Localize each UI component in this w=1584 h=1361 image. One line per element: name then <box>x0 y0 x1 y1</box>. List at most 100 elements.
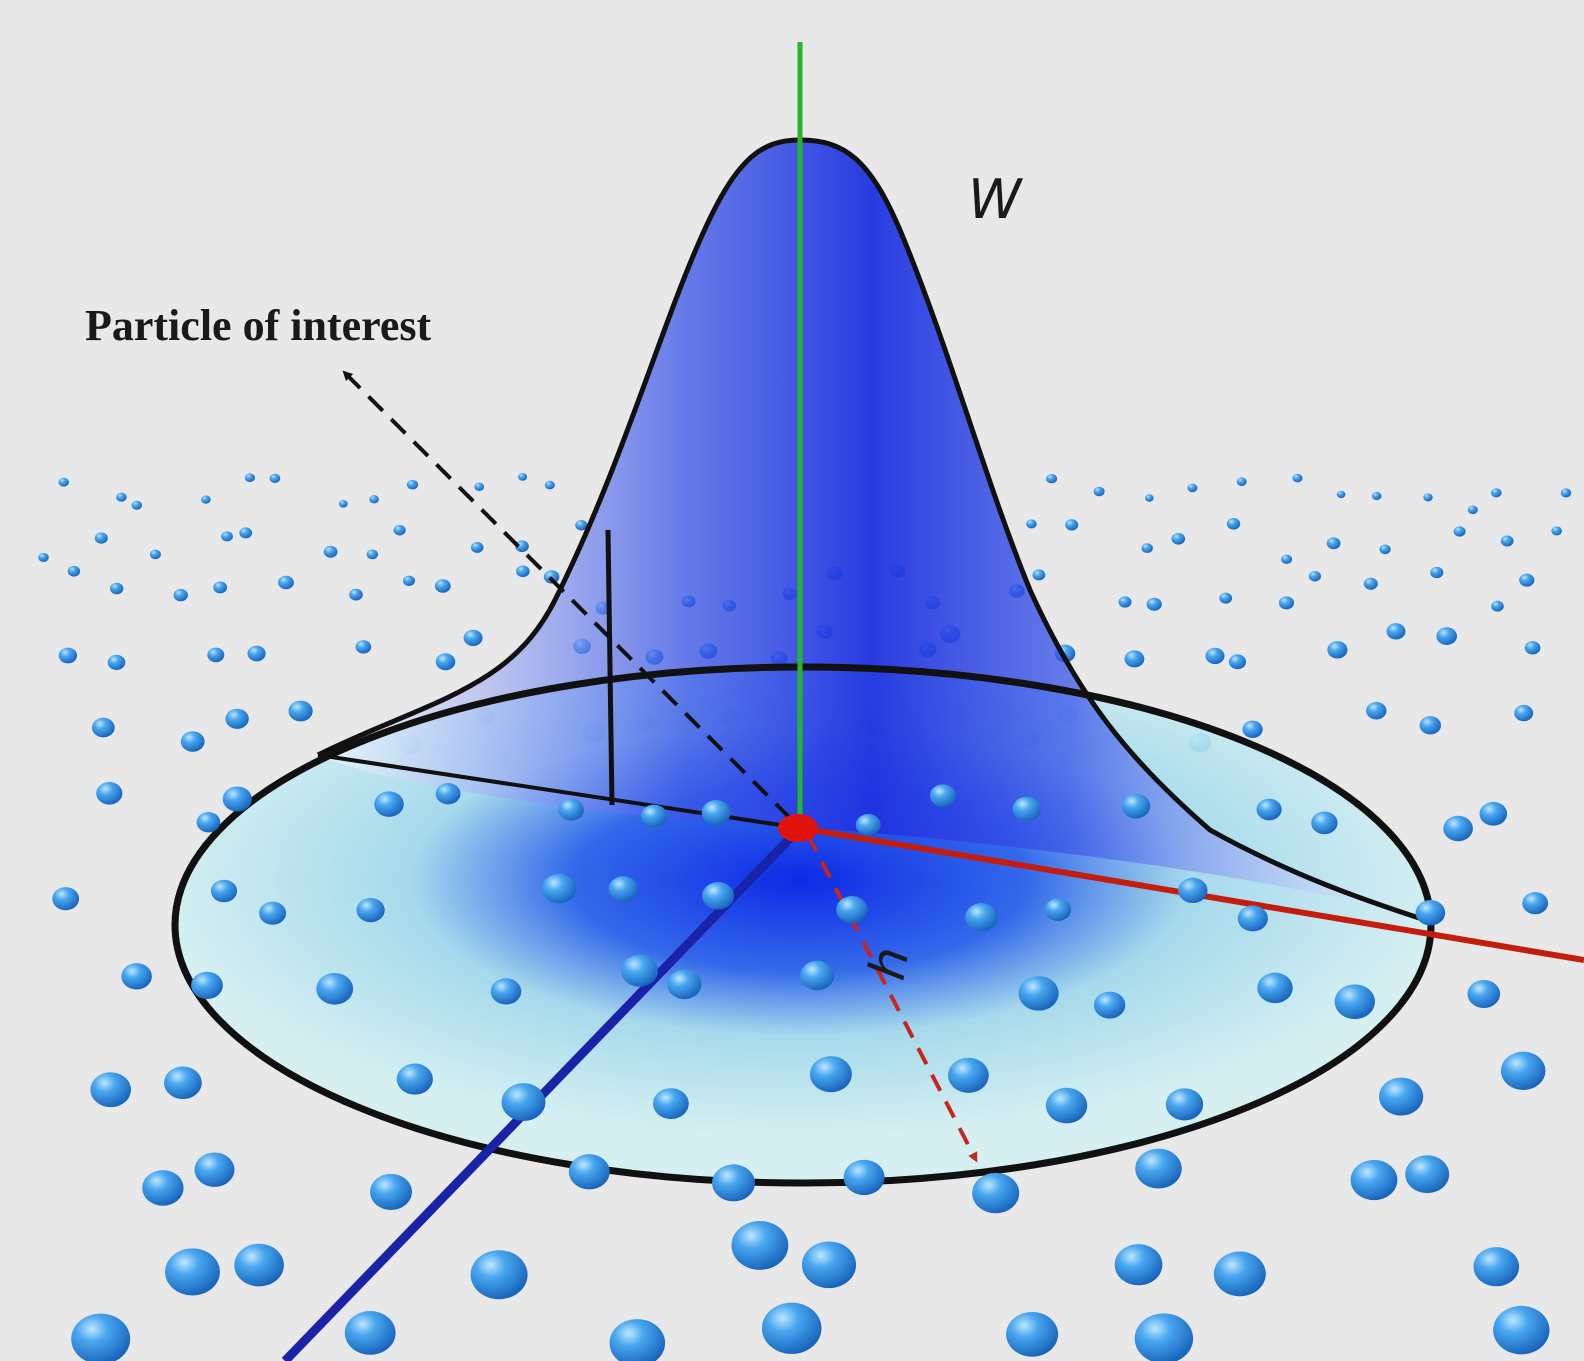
particle <box>349 588 363 601</box>
particle <box>355 640 372 654</box>
particle <box>836 896 868 924</box>
particle <box>1379 1077 1424 1116</box>
particle <box>1493 1305 1550 1355</box>
particle <box>210 879 238 903</box>
particle <box>1524 641 1541 655</box>
particle <box>1308 570 1321 582</box>
particle <box>1226 518 1241 530</box>
particle <box>1350 1159 1398 1201</box>
particle <box>470 541 484 553</box>
particle <box>474 482 485 492</box>
particle <box>1423 493 1433 502</box>
kernel-bell-outline <box>316 137 1426 923</box>
particle <box>221 531 233 542</box>
particle <box>142 1170 184 1206</box>
particle <box>201 495 211 504</box>
particle <box>515 540 529 553</box>
particle <box>1522 892 1549 915</box>
particle <box>1278 596 1295 610</box>
particle-of-interest-arrow <box>342 370 792 820</box>
particle <box>1436 627 1457 645</box>
particle <box>1467 979 1501 1009</box>
particle <box>1044 898 1072 921</box>
particle <box>1045 1087 1088 1124</box>
particle <box>1500 1051 1546 1090</box>
particle <box>196 812 221 833</box>
particle <box>809 1056 852 1093</box>
particle <box>67 565 81 577</box>
particle <box>269 473 281 484</box>
particle <box>1012 796 1041 822</box>
particle <box>1326 537 1341 550</box>
particle <box>1219 592 1233 604</box>
particle <box>1379 544 1391 555</box>
particle <box>1281 554 1293 565</box>
particle <box>541 873 577 904</box>
particle <box>667 969 702 1000</box>
particle <box>247 645 266 662</box>
particle <box>800 960 835 991</box>
particle <box>1242 720 1263 738</box>
particle <box>435 653 456 671</box>
particle <box>38 552 49 562</box>
particle <box>370 1173 412 1210</box>
particle <box>731 1220 789 1270</box>
particle <box>929 784 957 808</box>
particle <box>516 565 530 578</box>
particle <box>194 1152 235 1187</box>
particle <box>1334 984 1376 1020</box>
particle <box>116 492 127 502</box>
particle <box>435 783 461 805</box>
kernel-label: W <box>968 168 1024 231</box>
particle <box>164 1066 202 1100</box>
particle <box>1187 483 1198 493</box>
particle <box>1479 801 1508 826</box>
particle <box>356 897 385 923</box>
particle <box>544 480 555 490</box>
particle <box>1006 1311 1059 1357</box>
particle <box>1514 704 1534 722</box>
particle <box>1236 477 1247 487</box>
particle <box>640 804 668 828</box>
particle-of-interest-label: Particle of interest <box>85 301 431 350</box>
particle <box>403 575 415 586</box>
particle <box>801 1241 857 1289</box>
particle <box>1213 1251 1266 1297</box>
particle <box>1551 526 1562 536</box>
particle <box>244 473 255 483</box>
particle <box>234 1243 284 1287</box>
foreground-particles <box>52 782 1550 1361</box>
particle <box>344 1311 396 1355</box>
particle <box>96 782 123 805</box>
particle <box>1046 473 1058 484</box>
center-particle <box>778 814 818 842</box>
particle <box>1415 899 1446 926</box>
particle <box>575 519 588 531</box>
particle <box>1491 600 1504 612</box>
particle <box>52 887 80 911</box>
particle <box>369 495 379 504</box>
particle <box>222 786 252 812</box>
particle <box>1065 519 1079 531</box>
particle <box>653 1088 689 1119</box>
particle <box>1419 716 1442 735</box>
particle <box>1165 1088 1204 1121</box>
kernel-cross-section-line <box>605 529 615 806</box>
particle <box>609 1319 666 1361</box>
particle <box>855 814 881 836</box>
particle <box>323 545 338 558</box>
particle <box>1141 543 1153 554</box>
particle <box>1327 641 1348 659</box>
particle <box>1491 488 1502 498</box>
particle <box>712 1164 755 1202</box>
particle <box>1519 573 1535 587</box>
particle <box>621 954 659 987</box>
particle <box>1178 877 1208 904</box>
particle <box>1257 972 1293 1004</box>
particle <box>1093 991 1126 1019</box>
particle <box>1146 597 1162 611</box>
particle <box>1256 798 1282 821</box>
particle <box>1026 519 1037 529</box>
particle <box>470 1250 528 1300</box>
